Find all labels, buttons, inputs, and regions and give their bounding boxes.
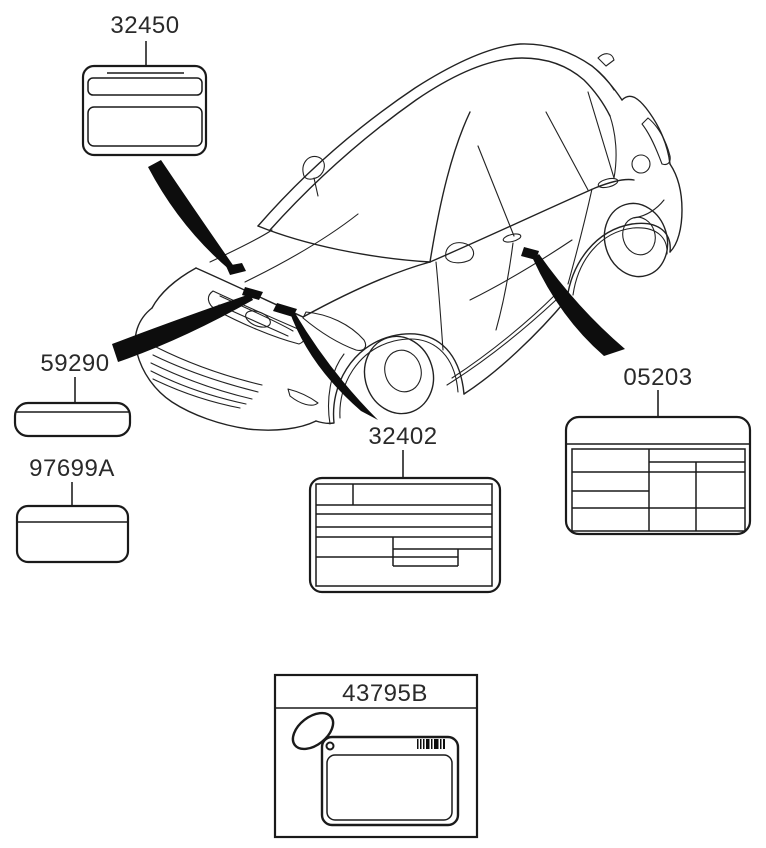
car-bumper-slat-3 — [150, 362, 253, 400]
car-taillight — [641, 117, 671, 166]
label-drawing-32450 — [81, 64, 208, 157]
car-bumper-slat-4 — [150, 370, 247, 405]
car-fender-top-line — [302, 261, 431, 318]
label-drawing-97699A — [15, 504, 130, 564]
car-windshield-far-pillar — [429, 111, 471, 263]
car-beltline — [429, 178, 635, 263]
car-front-wheel-arch — [315, 333, 465, 425]
car-rear-tire — [603, 202, 669, 278]
car-door-crease — [469, 239, 573, 301]
car-antenna-fin — [597, 53, 615, 67]
vehicle-illustration — [134, 43, 683, 431]
part-number-97699A: 97699A — [29, 455, 115, 482]
car-rear-rim — [622, 216, 656, 256]
car-bumper-slat-1 — [155, 346, 263, 386]
car-bumper-slat-2 — [152, 354, 259, 393]
car-rear-bumper-line — [633, 199, 665, 219]
car-fuel-door — [631, 154, 651, 174]
part-number-59290: 59290 — [40, 350, 110, 377]
car-door-handle-front — [502, 233, 522, 243]
label-drawing-32402 — [308, 476, 502, 594]
key-ring-loop — [291, 711, 335, 751]
part-number-43795B: 43795B — [342, 680, 428, 707]
leader-lines — [71, 41, 659, 506]
swoosh-door-to-05203 — [533, 254, 625, 356]
key-tag-body — [320, 735, 460, 827]
car-rocker-trim-1 — [451, 293, 557, 379]
marker-grille-upper — [242, 287, 263, 300]
car-rocker-trim-2 — [446, 299, 557, 386]
key-tag-box-43795B — [273, 673, 479, 839]
car-roofline-inner — [269, 57, 611, 231]
car-c-pillar — [545, 111, 589, 191]
car-windshield-cowl — [257, 225, 431, 263]
car-spoiler-line — [591, 65, 615, 91]
car-door-seam-front — [435, 261, 444, 351]
car-rear-glass-edge — [609, 115, 617, 179]
car-mirror-far — [302, 155, 325, 180]
car-roofline-outer — [257, 43, 623, 227]
car-front-fender-flare — [327, 353, 345, 425]
car-mirror-near — [445, 242, 475, 264]
car-mirror-far-stem — [313, 177, 319, 197]
car-d-pillar — [587, 91, 615, 179]
car-door-handle-rear — [597, 177, 619, 189]
key-tag-panel — [326, 754, 453, 821]
car-front-rim — [384, 349, 422, 393]
swoosh-32450-to-hood — [148, 160, 235, 271]
part-number-32402: 32402 — [368, 423, 438, 450]
label-drawing-05203 — [564, 415, 752, 536]
car-grille-contour-1 — [219, 295, 294, 332]
marker-door — [521, 247, 539, 260]
key-tag-eyelet — [325, 741, 335, 751]
car-sill — [463, 298, 568, 395]
car-b-pillar — [477, 145, 515, 237]
part-number-32450: 32450 — [110, 12, 180, 39]
car-brand-badge — [245, 310, 271, 328]
car-door-seam-mid — [495, 242, 514, 331]
key-tag-barcode — [417, 739, 445, 749]
part-number-05203: 05203 — [623, 364, 693, 391]
car-rear-wheel-arch-inner — [572, 227, 668, 296]
swoosh-59290-to-grille — [112, 294, 253, 362]
car-bumper-slat-5 — [152, 378, 241, 409]
car-hood-crease — [244, 213, 359, 283]
car-fog-light — [287, 388, 319, 406]
car-hood-left-edge — [151, 267, 197, 309]
car-rear-quarter-edge — [621, 95, 671, 165]
car-front-tire — [363, 335, 435, 415]
pointer-swooshes — [112, 160, 625, 420]
car-rear-bumper-edge — [669, 163, 683, 253]
label-drawing-59290 — [13, 401, 132, 438]
car-grille-outline — [207, 290, 306, 345]
car-door-seam-rear — [567, 188, 593, 285]
swoosh-bumper-to-32402 — [289, 310, 378, 420]
